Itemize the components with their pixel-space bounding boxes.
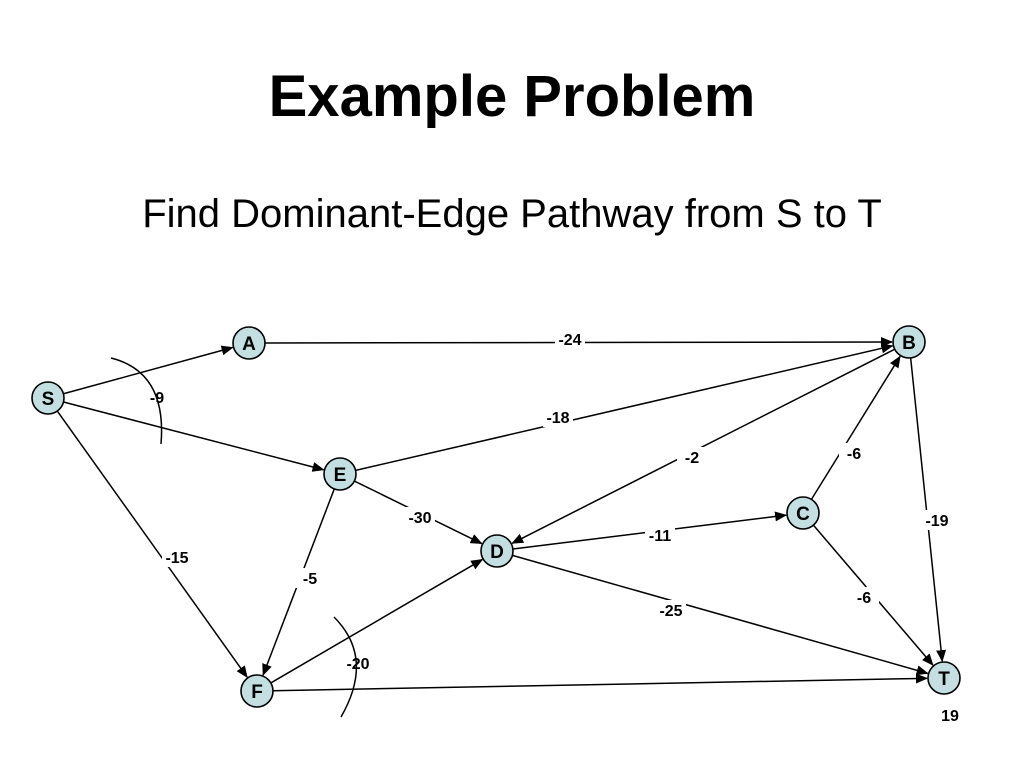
node-c: C: [786, 496, 820, 530]
node-label: E: [334, 465, 347, 486]
node-s: S: [31, 381, 65, 415]
edge-f-t: [272, 673, 929, 692]
cut-f-label: -20: [346, 656, 369, 673]
edge-b-t: [909, 357, 947, 663]
node-label: S: [42, 389, 55, 410]
page-number: 19: [941, 708, 959, 725]
node-circle: [232, 326, 266, 360]
edge-s-e: [63, 401, 325, 472]
node-circle: [927, 661, 961, 695]
edge-label-d-t: -25: [659, 603, 682, 620]
node-f: F: [240, 674, 274, 708]
edge-label-b-t: -19: [925, 513, 948, 530]
node-e: E: [323, 457, 357, 491]
edge-label-bg: [656, 600, 686, 620]
edge-label-b-d: -2: [685, 450, 699, 467]
node-circle: [31, 381, 65, 415]
cut-f-arc: [333, 616, 358, 718]
edge-label-bg: [295, 568, 325, 588]
edge-s-f: [56, 410, 248, 678]
edge-c-b: [810, 355, 901, 500]
node-label: T: [938, 669, 950, 690]
edge-label-bg: [162, 547, 192, 567]
edge-label-s-f: -15: [165, 550, 188, 567]
edge-label-bg: [677, 447, 707, 467]
node-b: B: [892, 325, 926, 359]
node-circle: [892, 325, 926, 359]
node-circle: [240, 674, 274, 708]
edge-label-bg: [849, 587, 879, 607]
edge-f-d: [270, 558, 484, 684]
node-circle: [786, 496, 820, 530]
node-label: F: [251, 682, 263, 703]
cut-s-label: -9: [150, 390, 164, 407]
edge-label-bg: [555, 329, 585, 349]
edge-label-bg: [839, 443, 869, 463]
node-d: D: [480, 534, 514, 568]
edge-label-bg: [645, 525, 675, 545]
edge-label-d-c: -11: [649, 528, 671, 545]
node-label: B: [902, 333, 916, 354]
edge-b-d: [511, 348, 896, 544]
edge-label-bg: [405, 507, 435, 527]
node-a: A: [232, 326, 266, 360]
edge-label-c-t: -6: [857, 590, 871, 607]
edge-d-t: [512, 554, 929, 676]
edge-label-bg: [543, 407, 573, 427]
page-subtitle: Find Dominant-Edge Pathway from S to T: [142, 192, 882, 236]
node-label: A: [242, 334, 256, 355]
edge-label-e-d: -30: [408, 510, 431, 527]
node-circle: [480, 534, 514, 568]
cuts-layer: -9 -20: [110, 357, 370, 718]
edge-s-a: [63, 345, 234, 395]
edge-label-bg: [922, 510, 952, 530]
edge-label-c-b: -6: [847, 446, 861, 463]
edge-label-e-b: -18: [546, 410, 569, 427]
page-title: Example Problem: [268, 64, 756, 129]
node-label: C: [796, 504, 810, 525]
edge-e-b: [355, 343, 894, 472]
node-circle: [323, 457, 357, 491]
node-t: T: [927, 661, 961, 695]
node-label: D: [490, 542, 504, 563]
edge-labels-layer: -15 -24 -18 -30 -5 -2 -6 -19 -11 -6 -25: [162, 329, 952, 620]
edge-label-a-b: -24: [558, 332, 581, 349]
cut-s-arc: [110, 357, 163, 445]
edge-label-e-f: -5: [303, 571, 317, 588]
nodes-layer: S A B E C D F T: [31, 325, 961, 708]
